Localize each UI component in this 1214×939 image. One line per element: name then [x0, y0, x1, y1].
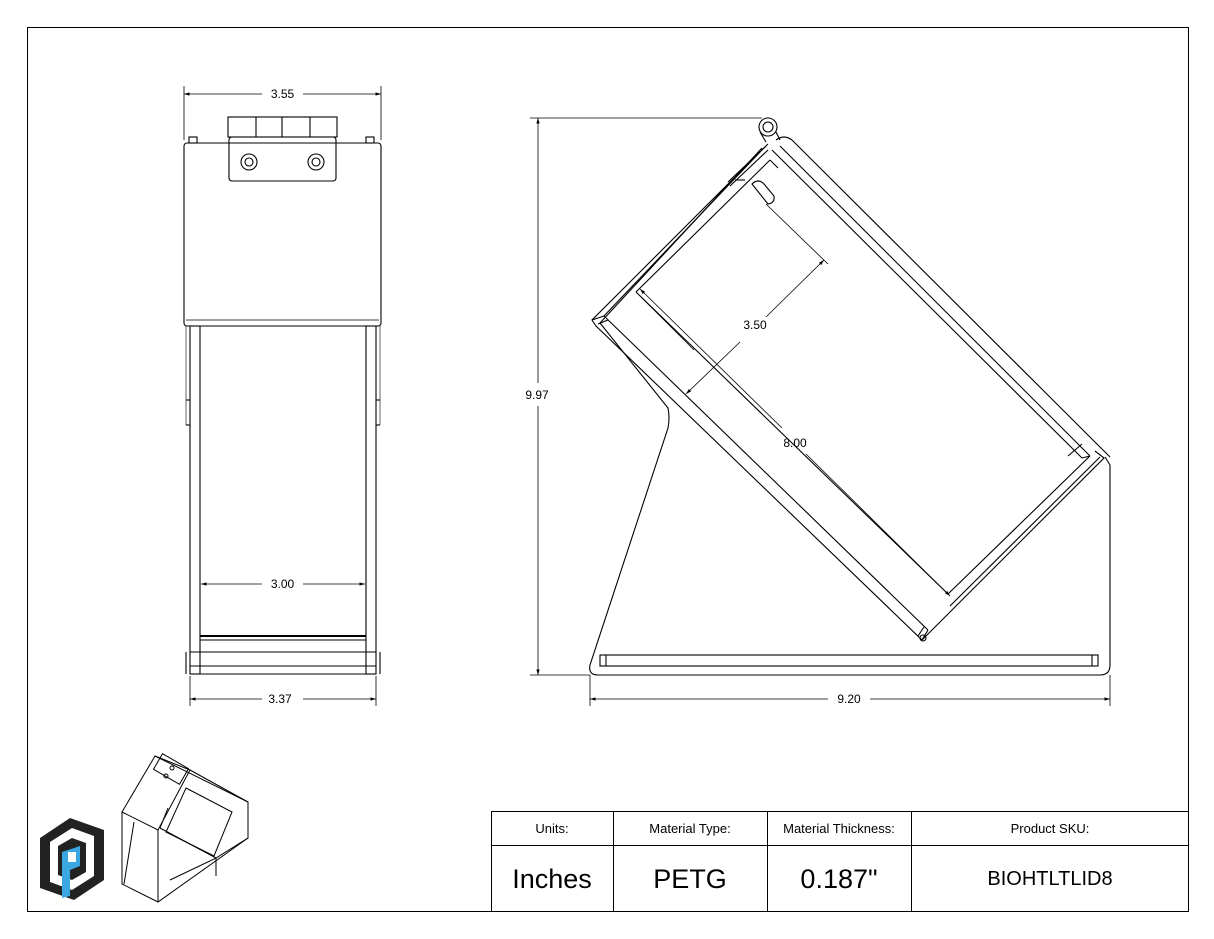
side-base-outline: [589, 147, 1111, 676]
hinge-roll-icon: [758, 117, 781, 143]
units-value: Inches: [512, 864, 592, 894]
dimension-side-length: [639, 288, 951, 597]
material-type-value: PETG: [653, 864, 727, 894]
dim-label-front-inner: 3.00: [271, 577, 295, 591]
dimension-side-base: [589, 675, 1111, 706]
dimension-side-depth: [639, 203, 829, 395]
hinge-icon: [227, 116, 338, 182]
dim-label-side-height: 9.97: [525, 388, 549, 402]
dimension-front-bottom: [189, 676, 377, 706]
dimension-front-top: [183, 86, 382, 140]
title-block: [491, 811, 1189, 912]
material-type-label: Material Type:: [649, 821, 730, 836]
dim-label-side-base: 9.20: [837, 692, 861, 706]
front-lid-panel: [183, 142, 382, 327]
material-thickness-label: Material Thickness:: [783, 821, 895, 836]
product-sku-value: BIOHTLTLID8: [987, 868, 1112, 890]
dim-label-front-bottom: 3.37: [268, 692, 292, 706]
front-view: [183, 116, 382, 675]
material-thickness-value: 0.187": [800, 864, 877, 894]
units-label: Units:: [535, 821, 568, 836]
brand-logo: [40, 818, 104, 900]
dim-label-side-length: 8.00: [783, 436, 807, 450]
side-box: [591, 143, 1105, 641]
side-base-slot: [599, 654, 1099, 667]
product-sku-label: Product SKU:: [1011, 821, 1090, 836]
dimension-side-height: [530, 117, 762, 676]
front-left-side: [189, 325, 201, 675]
side-view: [589, 117, 1111, 676]
isometric-preview: [121, 753, 249, 903]
front-right-side: [365, 325, 377, 675]
dim-label-side-depth: 3.50: [743, 318, 767, 332]
dim-label-front-top: 3.55: [271, 87, 295, 101]
